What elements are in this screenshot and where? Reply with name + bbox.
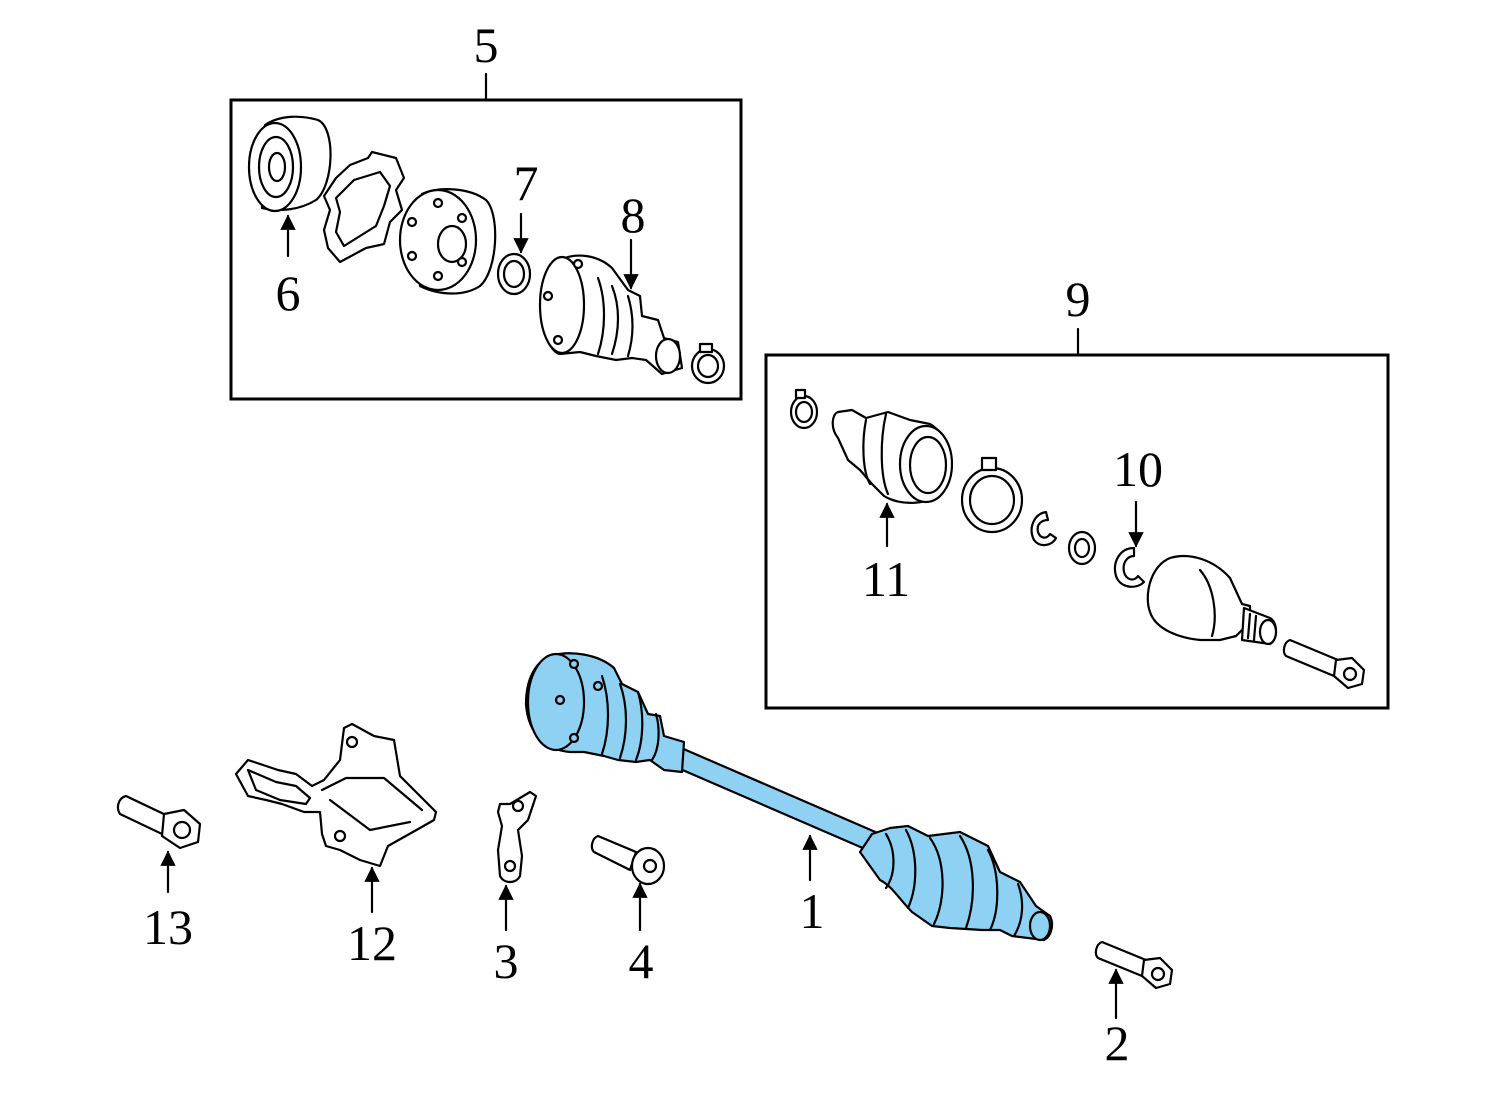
callout-9: 9 (1066, 271, 1091, 327)
part-12-drawing (234, 722, 438, 868)
cv-joint-drawing (398, 188, 497, 295)
inner-cv-joint-kit-group (229, 72, 743, 401)
bolt-drawing (1282, 638, 1366, 690)
big-clamp-drawing (960, 456, 1024, 534)
part-3-drawing (496, 790, 538, 884)
part-6-drawing (247, 115, 332, 213)
callout-labels: 5 6 7 8 9 10 11 1 2 3 4 12 13 (143, 17, 1163, 1071)
part-8-drawing (538, 254, 684, 376)
small-clamp-drawing (789, 388, 819, 430)
callout-10: 10 (1113, 441, 1163, 497)
callout-12: 12 (347, 915, 397, 971)
part-1-drawing (524, 652, 1054, 942)
callout-7: 7 (514, 155, 539, 211)
group-box (229, 98, 743, 401)
callout-4: 4 (629, 933, 654, 989)
callout-13: 13 (143, 899, 193, 955)
part-11-drawing (831, 408, 954, 504)
callout-11: 11 (862, 551, 910, 607)
callout-8: 8 (621, 187, 646, 243)
callout-3: 3 (494, 933, 519, 989)
washer-drawing (1067, 530, 1097, 566)
callout-1: 1 (800, 883, 825, 939)
outer-cv-joint-kit-group (764, 327, 1390, 710)
part-7-drawing (496, 252, 532, 296)
snap-ring-drawing (1030, 510, 1058, 547)
group-box (764, 353, 1390, 710)
gasket-drawing (322, 150, 406, 264)
clamp-drawing (690, 342, 726, 385)
leader-arrows (160, 212, 1144, 1020)
part-4-drawing (590, 834, 666, 886)
callout-2: 2 (1105, 1015, 1130, 1071)
part-2-drawing (1094, 940, 1174, 990)
part-10-drawing (1113, 546, 1146, 588)
callout-5: 5 (474, 17, 499, 73)
callout-6: 6 (276, 265, 301, 321)
part-13-drawing (116, 794, 202, 850)
outer-cv-joint-drawing (1146, 554, 1278, 646)
